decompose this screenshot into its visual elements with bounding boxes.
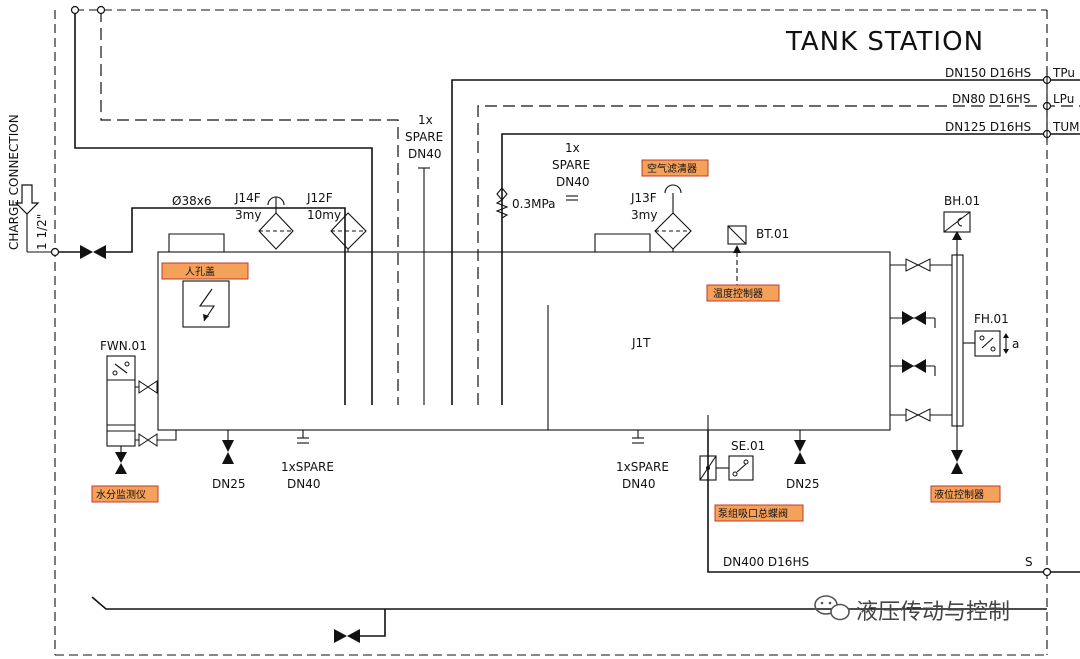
fwn-label: FWN.01	[100, 339, 147, 353]
tag-temp-controller-text: 温度控制器	[713, 287, 763, 300]
pipe-size-label: Ø38x6	[172, 194, 211, 208]
tag-level-controller: 液位控制器	[930, 485, 1001, 503]
tag-water-monitor: 水分监测仪	[91, 485, 159, 503]
fh-label: FH.01	[974, 312, 1009, 326]
spare-top-left-icon	[418, 167, 430, 405]
outlet-lpu-code: LPu	[1053, 92, 1074, 106]
drain-left-icon	[222, 430, 234, 464]
fh-switch-icon	[963, 330, 1009, 357]
bt-label: BT.01	[756, 227, 789, 241]
wechat-icon	[814, 595, 850, 621]
outlet-lines	[451, 68, 1080, 405]
spare-bottom-left-l1: 1xSPARE	[281, 460, 334, 474]
relief-valve-icon	[495, 187, 509, 219]
spare-top-right-l1: 1x	[565, 141, 580, 155]
temperature-sensor-icon	[727, 225, 747, 285]
charge-connection-label: CHARGE CONNECTION	[7, 114, 21, 250]
tank-body	[157, 251, 891, 431]
spare-bottom-left-icon	[297, 430, 309, 444]
outlet-lpu-pipe: DN80 D16HS	[952, 92, 1030, 106]
spare-top-left-l1: 1x	[418, 113, 433, 127]
drain-right-icon	[794, 430, 806, 464]
spare-top-right-icon	[566, 195, 578, 201]
tag-air-filter: 空气滤清器	[641, 159, 709, 177]
spare-top-left-l2: SPARE	[405, 130, 443, 144]
filter-j13f-spec: 3my	[631, 208, 657, 222]
fh-suffix: a	[1012, 337, 1019, 351]
filter-j14f-icon	[258, 196, 294, 250]
watermark: 液压传动与控制	[814, 595, 1010, 625]
filter-j12f-icon	[330, 212, 367, 252]
spare-bottom-right-l1: 1xSPARE	[616, 460, 669, 474]
filter-j12f-id: J12F	[306, 191, 333, 205]
water-monitor-icon	[106, 355, 177, 474]
bottom-drain-line	[91, 596, 1047, 643]
filter-j13f-icon	[654, 184, 692, 252]
suction-code-label: S	[1025, 555, 1033, 569]
outlet-tum-pipe: DN125 D16HS	[945, 120, 1031, 134]
tag-level-controller-text: 液位控制器	[934, 488, 984, 501]
filter-j13f-id: J13F	[630, 191, 657, 205]
tag-water-monitor-text: 水分监测仪	[96, 488, 146, 501]
filter-j14f-spec: 3my	[235, 208, 261, 222]
manhole-cover-right	[594, 233, 651, 252]
tank-id: J1T	[631, 336, 651, 350]
level-gauge-icon	[951, 231, 964, 474]
return-lines	[70, 5, 399, 405]
heater-icon	[182, 280, 230, 328]
suction-line	[699, 430, 1080, 577]
suction-pipe-label: DN400 D16HS	[723, 555, 809, 569]
spare-top-right-l2: SPARE	[552, 158, 590, 172]
spare-bottom-right-icon	[632, 430, 644, 444]
charge-connection	[14, 184, 346, 405]
spare-top-right-l3: DN40	[556, 175, 590, 189]
manhole-cover-left	[168, 233, 225, 252]
drain-left-label: DN25	[212, 477, 246, 491]
bh-sensor-icon	[943, 211, 971, 233]
station-boundary	[54, 9, 1048, 656]
se-label: SE.01	[731, 439, 765, 453]
tag-pump-valve: 泵组吸口总蝶阀	[714, 504, 804, 522]
outlet-tpu-code: TPu	[1052, 66, 1075, 80]
spare-top-left-l3: DN40	[408, 147, 442, 161]
bh-label: BH.01	[944, 194, 980, 208]
outlet-tum-code: TUM	[1052, 120, 1079, 134]
spare-bottom-right-l2: DN40	[622, 477, 656, 491]
filter-j12f-spec: 10my	[307, 208, 341, 222]
charge-connection-size: 1 1/2"	[35, 214, 49, 250]
tag-air-filter-text: 空气滤清器	[647, 162, 697, 175]
right-valves	[890, 258, 952, 422]
tag-manhole: 人孔盖	[161, 262, 249, 280]
page-title: TANK STATION	[785, 27, 984, 57]
tag-manhole-text: 人孔盖	[185, 265, 215, 278]
filter-j14f-id: J14F	[234, 191, 261, 205]
spare-bottom-left-l2: DN40	[287, 477, 321, 491]
watermark-text: 液压传动与控制	[856, 600, 1010, 625]
relief-valve-label: 0.3MPa	[512, 197, 556, 211]
tag-temp-controller: 温度控制器	[706, 284, 780, 302]
drain-right-label: DN25	[786, 477, 820, 491]
outlet-tpu-pipe: DN150 D16HS	[945, 66, 1031, 80]
tag-pump-valve-text: 泵组吸口总蝶阀	[718, 507, 788, 520]
